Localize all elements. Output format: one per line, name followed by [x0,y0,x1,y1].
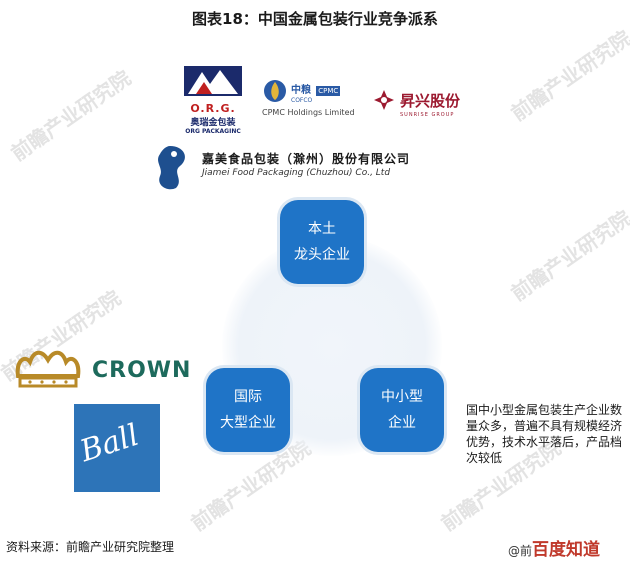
org-mark: O.R.G. [190,102,236,115]
crown-logo: CROWN [12,344,202,396]
node-smes-line1: 中小型 [381,389,423,405]
org-en-name: ORG PACKAGINC [185,128,241,135]
sunrise-cn-name: 昇兴股份 [400,91,461,110]
org-logo: O.R.G. 奥瑞金包装 ORG PACKAGINC [176,64,250,135]
node-international-line2: 大型企业 [220,415,276,431]
jiamei-cn-name: 嘉美食品包装（滁州）股份有限公司 [202,152,411,166]
jiamei-logo: 嘉美食品包装（滁州）股份有限公司 Jiamei Food Packaging (… [150,142,470,192]
cpmc-en-name: CPMC Holdings Limited [262,108,355,117]
crown-wordmark: CROWN [92,358,192,383]
node-domestic-leaders: 本土 龙头企业 [280,200,364,284]
source-note: 资料来源：前瞻产业研究院整理 [6,540,175,554]
node-smes: 中小型 企业 [360,368,444,452]
sme-description: 国中小型金属包装生产企业数量众多，普遍不具有规模经济优势，技术水平落后，产品档次… [466,403,623,465]
node-smes-line2: 企业 [388,415,416,431]
corner-prefix: @前 [508,544,533,558]
node-international-line1: 国际 [234,389,262,405]
ball-logo: Ball [74,404,160,492]
cpmc-cn-name: 中粮 [291,85,311,96]
org-cn-name: 奥瑞金包装 [190,118,236,128]
cpmc-box: CPMC [316,86,341,96]
node-international: 国际 大型企业 [206,368,290,452]
cpmc-sub: COFCO [291,97,313,104]
ball-wordmark: Ball [76,417,144,470]
corner-brand: 百度知道 [532,540,601,560]
jiamei-dragon-icon [158,146,185,190]
node-domestic-line2: 龙头企业 [294,247,350,263]
watermark: 前瞻产业研究院 [506,205,630,306]
cpmc-drop-icon [264,80,286,102]
sunrise-logo: 昇兴股份 SUNRISE GROUP [372,88,478,122]
corner-watermark: @前百度知道 [508,535,600,560]
page-title: 图表18：中国金属包装行业竞争派系 [192,10,438,28]
cpmc-logo: 中粮 COFCO CPMC CPMC Holdings Limited [262,78,366,124]
sunrise-en-name: SUNRISE GROUP [400,112,455,118]
watermark: 前瞻产业研究院 [506,25,630,126]
sunrise-knot-icon [374,90,394,110]
org-mountain-icon [184,66,242,96]
watermark: 前瞻产业研究院 [6,65,136,166]
crown-icon [15,350,81,388]
jiamei-en-name: Jiamei Food Packaging (Chuzhou) Co., Ltd [202,168,391,178]
node-domestic-line1: 本土 [308,221,336,237]
